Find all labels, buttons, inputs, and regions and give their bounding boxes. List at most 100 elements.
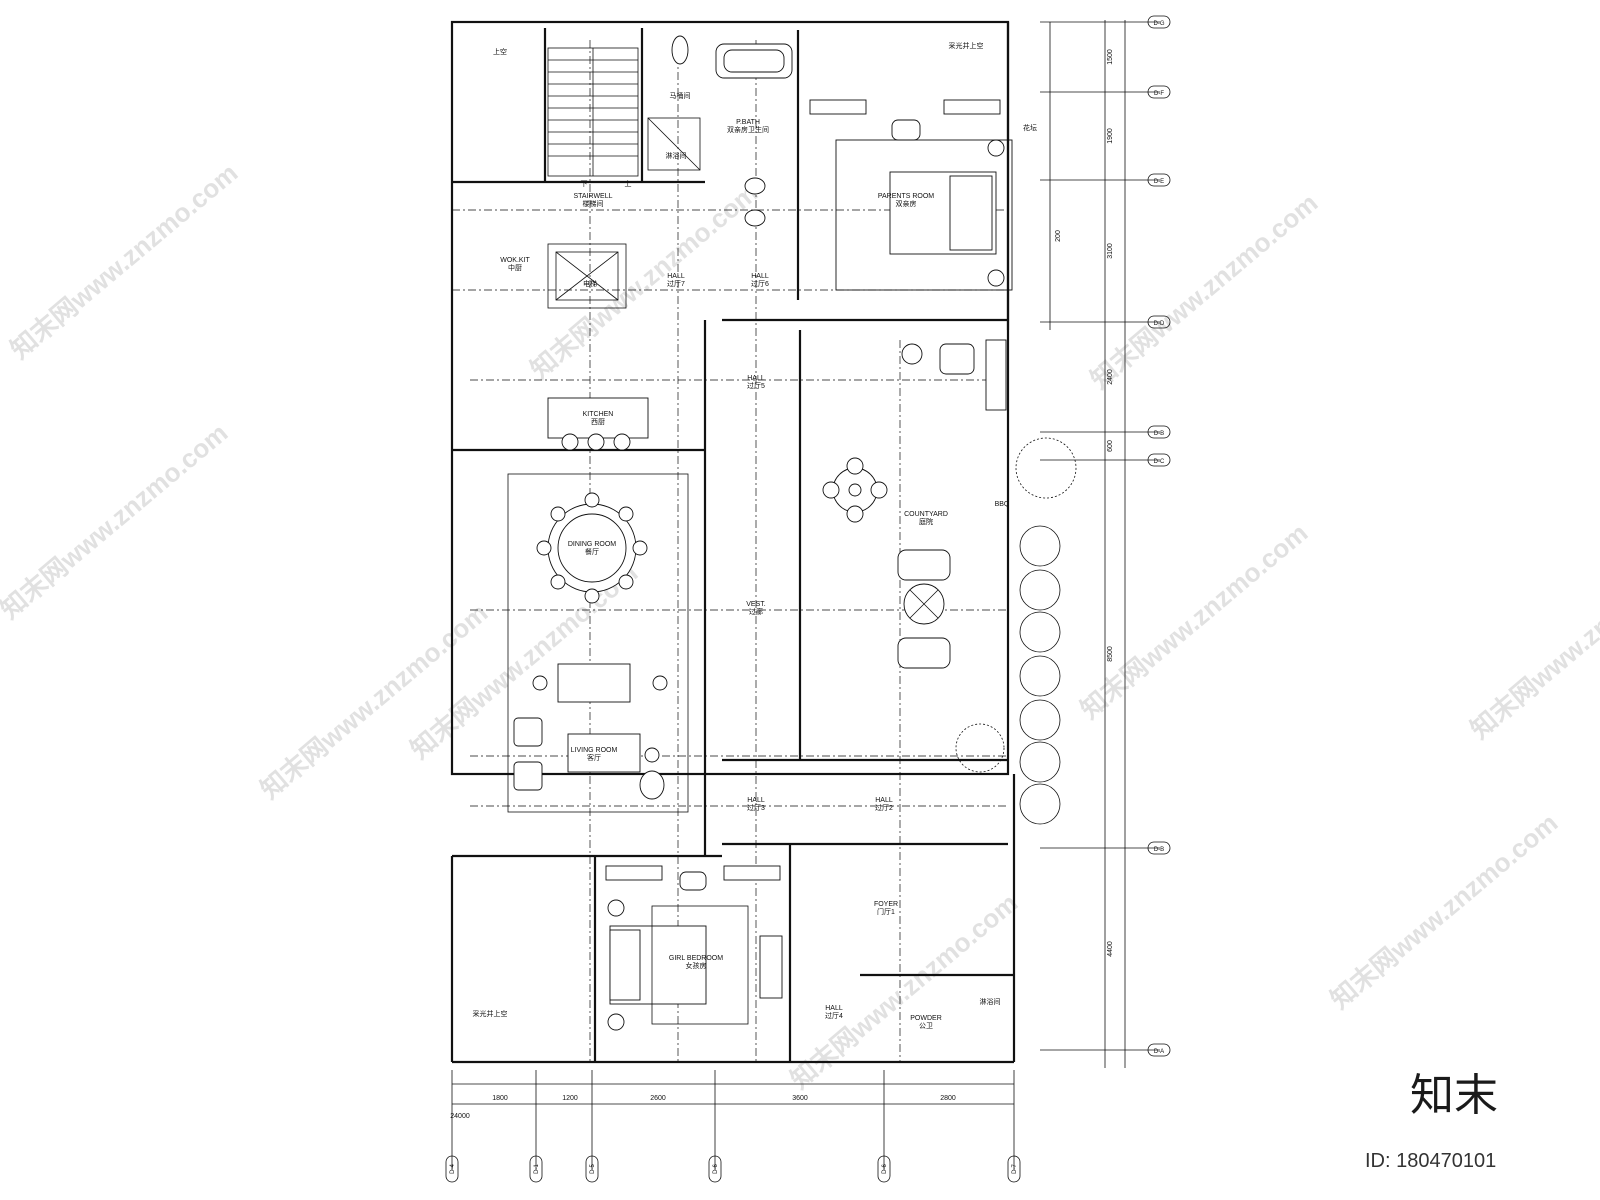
- powder-label-cn: 公卫: [919, 1022, 933, 1030]
- room-labels: STAIRWELL 楼梯间 WOK.KIT 中厨 P.BATH 双亲房卫生间 马…: [473, 41, 1038, 1030]
- watermark: 知末网www.znzmo.com: [525, 177, 764, 384]
- watermark: 知末网www.znzmo.com: [1325, 807, 1564, 1014]
- bottom-axis-markers: D-4 D-1 D-5 D-6 D-6 D-7: [445, 1155, 1021, 1183]
- hall4-label: HALL: [825, 1005, 843, 1012]
- skylight-bottom-label: 采光井上空: [473, 1009, 508, 1018]
- girl-bedroom-label-cn: 女孩房: [686, 961, 707, 970]
- branding: 知末 ID: 1804701​01: [1365, 1071, 1498, 1172]
- skylight-top-label: 采光井上空: [949, 41, 984, 50]
- kitchen-island: [547, 397, 649, 451]
- girl-bed: [605, 865, 783, 1031]
- hall3-label: HALL: [747, 797, 765, 804]
- stairwell-label: STAIRWELL: [573, 193, 612, 200]
- stair-down-label: 下: [581, 180, 588, 188]
- void-top-label: 上空: [493, 47, 507, 56]
- wok-kitchen-label-cn: 中厨: [508, 263, 522, 272]
- parents-room-label-cn: 双亲房: [896, 199, 917, 208]
- axis-bottom-4: D-6: [713, 1164, 719, 1174]
- hall5-label-cn: 过厅5: [747, 381, 765, 390]
- courtyard-furniture: [822, 339, 1007, 669]
- brand-logo: 知末: [1410, 1071, 1498, 1120]
- hall7-label-cn: 过厅7: [667, 279, 685, 288]
- stair-up-label: 上: [625, 179, 632, 188]
- foyer-label-cn: 门厅1: [877, 907, 895, 916]
- hall4-label-cn: 过厅4: [825, 1011, 843, 1020]
- brand-id: ID: 1804701​01: [1365, 1150, 1496, 1172]
- shower-label: 淋浴间: [666, 151, 687, 160]
- staircase: 下 上: [547, 47, 639, 188]
- hall3-label-cn: 过厅3: [747, 803, 765, 812]
- axis-bottom-1: D-4: [450, 1164, 456, 1174]
- axis-bottom-3: D-5: [590, 1164, 596, 1174]
- axis-right-8: D-A: [1154, 1049, 1164, 1055]
- dim-bottom-5: 2800: [940, 1095, 956, 1102]
- courtyard-label-cn: 庭院: [919, 517, 933, 526]
- watermark: 知末网www.znzmo.com: [1465, 537, 1600, 744]
- parents-bed: [809, 99, 1013, 291]
- courtyard-label: COUNTYARD: [904, 511, 948, 518]
- hall6-label-cn: 过厅6: [751, 279, 769, 288]
- dim-right-4: 2400: [1107, 369, 1114, 385]
- axis-bottom-6: D-7: [1012, 1164, 1018, 1174]
- dim-bottom-3: 2600: [650, 1095, 666, 1102]
- parents-room-label: PARENTS ROOM: [878, 193, 934, 200]
- axis-bottom-2: D-1: [534, 1164, 540, 1174]
- hall5-label: HALL: [747, 375, 765, 382]
- powder-shower-label: 淋浴间: [980, 997, 1001, 1006]
- dim-right-1: 1500: [1107, 49, 1114, 65]
- hall7-label: HALL: [667, 273, 685, 280]
- hall2-label: HALL: [875, 797, 893, 804]
- axis-right-2: D-F: [1154, 91, 1164, 97]
- kitchen-label-cn: 西厨: [591, 418, 605, 426]
- axis-right-6: D-C: [1154, 459, 1165, 465]
- pbath-label: P.BATH: [736, 119, 760, 126]
- hall6-label: HALL: [751, 273, 769, 280]
- girl-bedroom-label: GIRL BEDROOM: [669, 955, 723, 962]
- living-room-label: LIVING ROOM: [571, 747, 618, 754]
- powder-label: POWDER: [910, 1015, 942, 1022]
- walls: [450, 20, 1016, 1064]
- dim-bottom-2: 1200: [562, 1095, 578, 1102]
- bottom-dimensions: 1800 1200 2600 3600 2800 24000: [450, 1070, 1015, 1170]
- bbq-label: BBQ: [995, 501, 1010, 508]
- axis-right-5: D-B: [1154, 431, 1164, 437]
- living-furniture: [513, 663, 668, 800]
- watermark: 知末网www.znzmo.com: [5, 157, 244, 364]
- axis-right-1: D-G: [1154, 21, 1165, 27]
- axis-right-7: D-B: [1154, 847, 1164, 853]
- vestibule-label-cn: 过廊: [749, 607, 763, 616]
- dim-bottom-4: 3600: [792, 1095, 808, 1102]
- kitchen-label: KITCHEN: [583, 411, 614, 418]
- dim-right-3: 3100: [1107, 243, 1114, 259]
- foyer-label: FOYER: [874, 901, 898, 908]
- hall2-label-cn: 过厅2: [875, 803, 893, 812]
- dining-room-label-cn: 餐厅: [585, 547, 599, 556]
- dining-room-label: DINING ROOM: [568, 541, 616, 548]
- dim-right-7: 4400: [1107, 941, 1114, 957]
- living-room-label-cn: 客厅: [587, 753, 601, 762]
- axis-right-4: D-D: [1154, 321, 1165, 327]
- pbath-label-cn: 双亲房卫生间: [727, 125, 769, 134]
- axis-right-3: D-E: [1154, 179, 1164, 185]
- bathroom-fixtures: [647, 35, 793, 227]
- axis-bottom-5: D-6: [882, 1164, 888, 1174]
- lift-label: 电梯: [583, 279, 597, 288]
- elevator: [547, 243, 627, 309]
- watermark: 知末网www.znzmo.com: [1075, 517, 1314, 724]
- toilet-label: 马桶间: [670, 91, 691, 100]
- dim-bottom-1: 1800: [492, 1095, 508, 1102]
- watermark: 知末网www.znzmo.com: [0, 417, 233, 624]
- dim-right-2: 1900: [1107, 128, 1114, 144]
- vestibule-label: VEST.: [746, 601, 766, 608]
- dim-bottom-total: 24000: [450, 1113, 470, 1120]
- right-dimensions: 1500 1900 3100 2400 600 8500 4400 200: [1040, 20, 1160, 1068]
- watermark: 知末网www.znzmo.com: [785, 887, 1024, 1094]
- side-note-label: 花坛: [1023, 123, 1037, 132]
- right-axis-markers: D-G D-F D-E D-D D-B D-C D-B D-A: [1147, 15, 1171, 1057]
- dining-table: [507, 473, 689, 813]
- trees: [955, 437, 1077, 825]
- watermark: 知末网www.znzmo.com: [1085, 187, 1324, 394]
- dim-right-inner: 200: [1055, 230, 1062, 242]
- wok-kitchen-label: WOK.KIT: [500, 257, 530, 264]
